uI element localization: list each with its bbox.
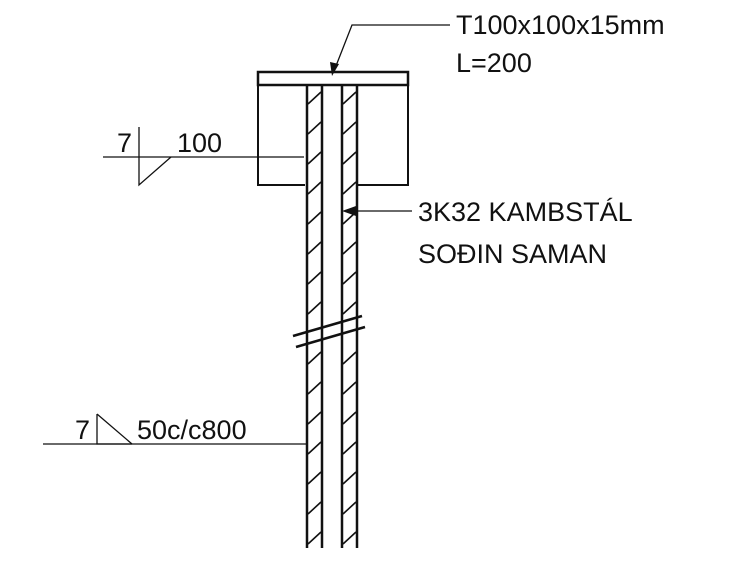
rebar-rib bbox=[307, 381, 322, 395]
weld-bottom-spec: 50c/c800 bbox=[137, 415, 247, 445]
plate-leader bbox=[330, 24, 450, 76]
rebar-rib bbox=[307, 531, 322, 545]
rebar-rib bbox=[342, 501, 357, 515]
rebar-rib bbox=[307, 271, 322, 285]
rebar-rib bbox=[342, 91, 357, 105]
rebar-rib bbox=[307, 501, 322, 515]
weld-bottom-size: 7 bbox=[75, 415, 90, 445]
rebar-rib bbox=[342, 241, 357, 255]
fillet-weld-symbol-bottom bbox=[96, 414, 132, 445]
rebar-bundle bbox=[292, 85, 366, 548]
rebar-rib-hatching bbox=[307, 91, 357, 545]
rebar-rib bbox=[342, 121, 357, 135]
rebar-rib bbox=[342, 381, 357, 395]
rebar-rib bbox=[307, 181, 322, 195]
weld-symbol-top bbox=[103, 127, 304, 187]
weld-symbol-bottom bbox=[43, 413, 307, 445]
rebar-rib bbox=[342, 181, 357, 195]
tee-plate bbox=[256, 70, 410, 186]
rebar-rib bbox=[342, 301, 357, 315]
rebar-rib bbox=[307, 241, 322, 255]
rebar-rib bbox=[342, 351, 357, 365]
rebar-rib bbox=[307, 441, 322, 455]
rebar-rib bbox=[307, 211, 322, 225]
rebar-rib bbox=[342, 531, 357, 545]
rebar-rib bbox=[307, 121, 322, 135]
rebar-rib bbox=[342, 151, 357, 165]
rebar-label-line1: 3K32 KAMBSTÁL bbox=[418, 197, 633, 227]
rebar-rib bbox=[307, 471, 322, 485]
break-line bbox=[292, 314, 366, 349]
rebar-rib bbox=[342, 471, 357, 485]
plate-label-line1: T100x100x15mm bbox=[456, 10, 665, 40]
fillet-weld-symbol-top bbox=[138, 127, 172, 187]
rebar-rib bbox=[342, 411, 357, 425]
rebar-label-line2: SOÐIN SAMAN bbox=[418, 239, 607, 269]
rebar-rib bbox=[342, 271, 357, 285]
weld-top-size: 7 bbox=[117, 128, 132, 158]
rebar-rib bbox=[342, 441, 357, 455]
rebar-rib bbox=[307, 301, 322, 315]
weld-top-length: 100 bbox=[177, 128, 222, 158]
rebar-rib bbox=[307, 411, 322, 425]
rebar-leader-arrowhead bbox=[342, 206, 356, 216]
rebar-rib bbox=[307, 91, 322, 105]
plate-leader-arrowhead bbox=[330, 62, 339, 76]
rebar-rib bbox=[307, 351, 322, 365]
rebar-leader bbox=[342, 206, 412, 216]
plate-label-line2: L=200 bbox=[456, 48, 532, 78]
rebar-rib bbox=[307, 151, 322, 165]
